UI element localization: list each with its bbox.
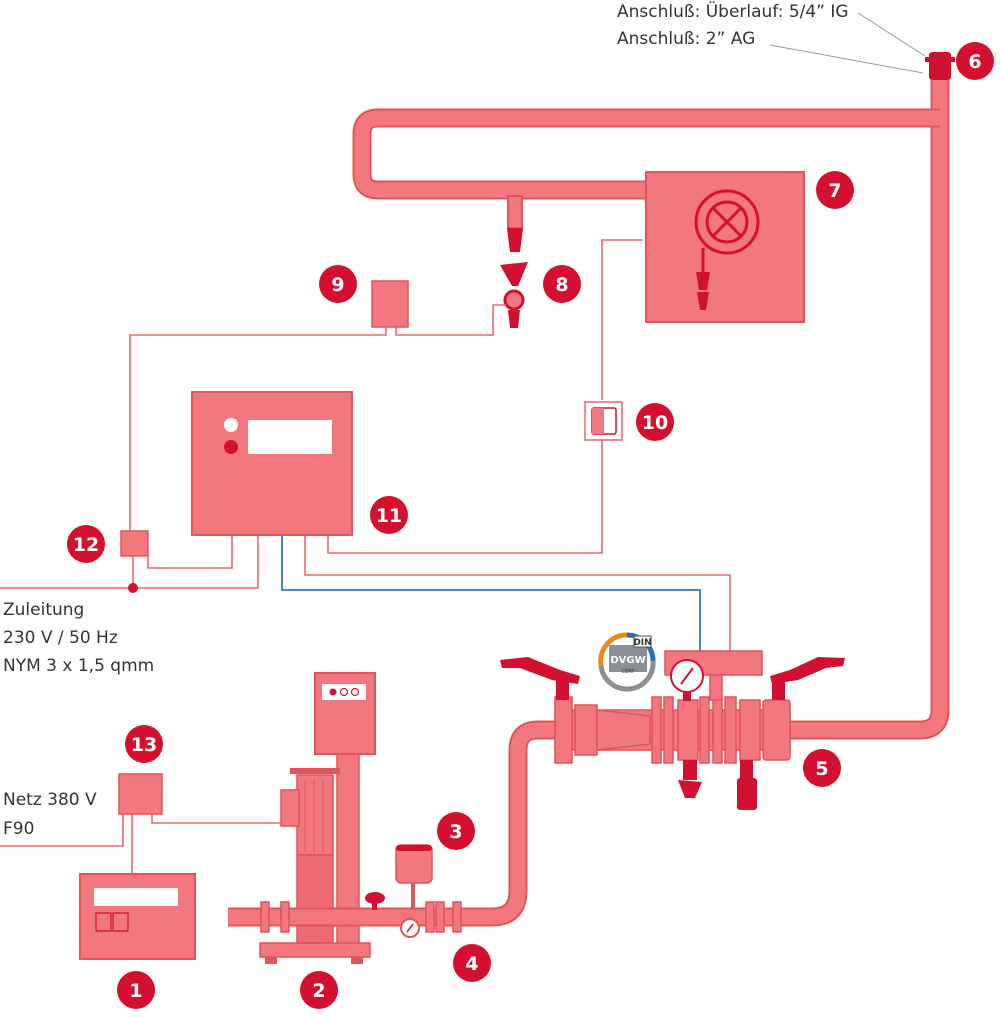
power-supply-label-1: Netz 380 V xyxy=(3,790,97,810)
badge-4-label: 4 xyxy=(465,953,478,975)
badge-9-label: 9 xyxy=(331,274,344,296)
badge-10-label: 10 xyxy=(642,412,668,434)
badge-3-label: 3 xyxy=(449,821,462,843)
junction-box xyxy=(120,530,149,593)
solenoid-valve xyxy=(500,228,528,328)
badge-9: 9 xyxy=(319,265,357,303)
float-switch-box xyxy=(371,280,409,328)
badge-13-label: 13 xyxy=(131,734,157,756)
badge-5: 5 xyxy=(803,749,841,787)
badge-12: 12 xyxy=(67,525,105,563)
main-connection-label: Anschluß: 2” AG xyxy=(617,29,756,49)
badge-4: 4 xyxy=(453,944,491,982)
badge-11-label: 11 xyxy=(376,505,402,527)
outlet-lever-handle xyxy=(770,657,845,700)
signal-line xyxy=(281,535,701,651)
overflow-fitting xyxy=(925,52,955,80)
level-sensor xyxy=(584,401,623,441)
badge-6: 6 xyxy=(956,42,994,80)
rinse-tank xyxy=(645,171,805,323)
supply-line-label-2: 230 V / 50 Hz xyxy=(3,628,118,648)
badge-1-label: 1 xyxy=(129,980,142,1002)
badge-5-label: 5 xyxy=(815,758,828,780)
certification-mark-text: CERT xyxy=(622,669,636,675)
badge-12-label: 12 xyxy=(73,534,99,556)
top-loop-pipe xyxy=(352,108,940,229)
overflow-pipe xyxy=(790,80,950,740)
supply-shutoff-valve xyxy=(365,892,385,910)
certification-body: DVGW xyxy=(610,655,645,666)
numbered-badges: 1 2 3 4 5 6 7 8 9 10 11 12 13 xyxy=(67,42,994,1009)
control-wiring xyxy=(0,239,731,874)
supply-pipe xyxy=(228,720,560,933)
supply-pressure-gauge xyxy=(400,917,420,938)
connection-leader-lines xyxy=(769,12,926,74)
drain-valves xyxy=(678,760,757,810)
badge-7-label: 7 xyxy=(828,180,841,202)
badge-2-label: 2 xyxy=(312,980,325,1002)
expansion-vessel xyxy=(395,844,433,908)
control-cabinet xyxy=(191,391,353,536)
badge-7: 7 xyxy=(816,171,854,209)
badge-10: 10 xyxy=(636,403,674,441)
certification-standard: DIN xyxy=(633,638,651,648)
badge-2: 2 xyxy=(300,971,338,1009)
badge-1: 1 xyxy=(117,971,155,1009)
certification-mark: DIN DVGW CERT xyxy=(598,632,656,692)
inlet-lever-handle xyxy=(500,657,580,700)
badge-8: 8 xyxy=(543,265,581,303)
overflow-connection-label: Anschluß: Überlauf: 5/4” IG xyxy=(617,2,849,22)
badge-13: 13 xyxy=(125,725,163,763)
separation-controller xyxy=(664,650,763,701)
power-supply-label-2: F90 xyxy=(3,819,35,839)
supply-line-label-3: NYM 3 x 1,5 qmm xyxy=(3,656,155,676)
supply-line-label-1: Zuleitung xyxy=(3,600,85,620)
booster-pump xyxy=(259,672,376,964)
badge-11: 11 xyxy=(370,496,408,534)
badge-6-label: 6 xyxy=(968,51,981,73)
power-switch-box xyxy=(118,773,163,815)
badge-3: 3 xyxy=(437,812,475,850)
badge-8-label: 8 xyxy=(555,274,568,296)
manifold-station xyxy=(554,696,791,764)
controller-unit xyxy=(79,873,196,960)
